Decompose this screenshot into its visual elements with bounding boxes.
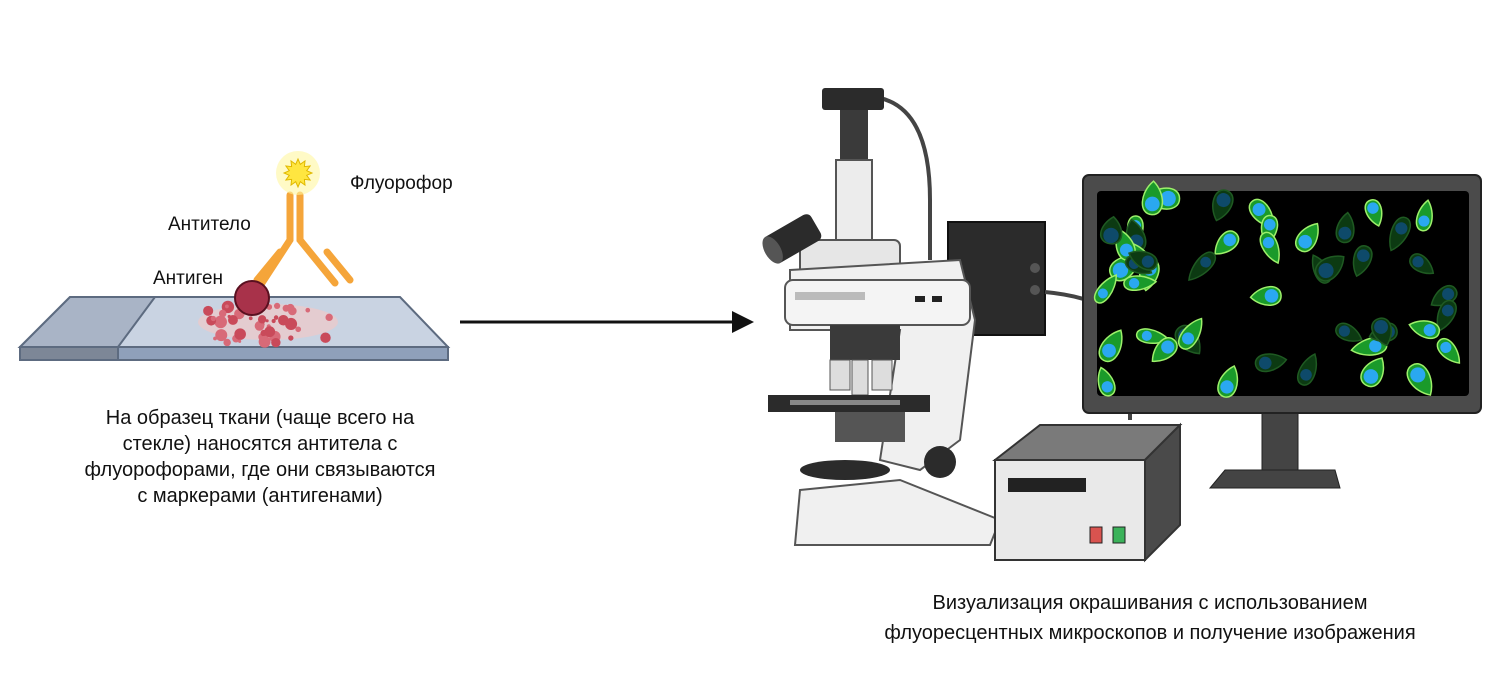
fluorescent-cell (1254, 353, 1288, 373)
fluorophore-label: Флуорофор (350, 173, 453, 194)
fluorescent-cell (1249, 285, 1282, 306)
eyepiece-icon (762, 214, 822, 264)
fluorescent-cell (1294, 222, 1319, 253)
tissue-cell (210, 315, 216, 322)
tissue-cell (273, 302, 281, 310)
tissue-cell (264, 326, 276, 338)
tissue-cell (285, 317, 298, 330)
fluorescent-cell (1098, 329, 1123, 363)
tissue-cell (279, 319, 284, 324)
tissue-cell (271, 337, 281, 348)
tissue-cell (223, 338, 231, 347)
fluorescent-cell (1314, 255, 1345, 282)
tissue-cell (305, 307, 311, 313)
right-caption-line: флуоресцентных микроскопов и получение и… (884, 622, 1416, 644)
tissue-cell (271, 318, 276, 324)
antigen-label: Антиген (153, 268, 224, 289)
tissue-cell (213, 336, 217, 341)
fluorescent-cell (1151, 337, 1178, 363)
left-caption-line: флуорофорами, где они связываются (84, 459, 436, 481)
antibody-icon (253, 191, 354, 287)
tissue-cell (265, 319, 269, 323)
fluorescent-cell (1352, 245, 1373, 278)
tissue-cell (234, 328, 246, 340)
antigen-icon (234, 280, 270, 316)
tissue-cell (227, 314, 231, 319)
left-caption-line: стекле) наносятся антитела с (122, 433, 398, 455)
fluorescent-cell (1123, 275, 1158, 291)
fluorescent-cell (1409, 253, 1435, 275)
left-caption: На образец ткани (чаще всего на стекле) … (30, 405, 490, 509)
fluorescent-cell (1364, 199, 1383, 227)
tissue-cell (273, 315, 279, 320)
fluorescent-cell (1297, 352, 1318, 386)
tissue-cell (215, 329, 228, 342)
fluorescent-cell (1436, 299, 1457, 332)
tissue-cell (203, 305, 214, 316)
tissue-cell (225, 304, 229, 309)
right-caption-line: Визуализация окрашивания с использование… (932, 592, 1368, 614)
fluorescent-cell (1127, 250, 1158, 271)
fluorescent-cell (1408, 320, 1440, 340)
fluorescent-cell (1097, 366, 1116, 397)
process-arrow (460, 311, 754, 333)
fluorescent-cell (1188, 251, 1217, 281)
tissue-cell (218, 309, 227, 318)
tissue-cell (288, 335, 294, 341)
tissue-cell (258, 335, 271, 348)
fluorescent-cell (1100, 215, 1123, 245)
fluorescent-cell (1406, 363, 1433, 396)
tissue-cell (257, 315, 267, 324)
left-caption-line: На образец ткани (чаще всего на (105, 407, 415, 429)
fluorescent-cell (1214, 230, 1240, 255)
tissue-cell (295, 326, 302, 333)
light-source-box (992, 422, 1183, 563)
fluorescent-cell (1371, 317, 1393, 347)
right-caption: Визуализация окрашивания с использование… (820, 588, 1480, 648)
antibody-label: Антитело (168, 214, 251, 235)
fluorescent-cell (1259, 231, 1280, 265)
tissue-sample (198, 300, 338, 348)
tissue-cell (325, 313, 333, 322)
tissue-cell (238, 339, 242, 343)
fluorescent-cell (1141, 180, 1164, 216)
fluorescent-cell (1093, 274, 1117, 304)
tissue-cell (320, 332, 331, 343)
tissue-cell (288, 306, 297, 316)
fluorescent-cell (1177, 317, 1203, 350)
fluorophore-icon (276, 151, 320, 195)
fluorescent-cell (1360, 357, 1385, 388)
tissue-cell (248, 316, 253, 321)
tissue-cell (214, 315, 227, 329)
fluorescent-cell (1436, 338, 1461, 364)
tissue-cell (282, 304, 290, 312)
fluorescent-cell (1335, 322, 1363, 342)
fluorescent-cell (1335, 211, 1355, 244)
fluorescent-cell (1212, 189, 1234, 222)
left-caption-line: с маркерами (антигенами) (137, 485, 383, 507)
microscope (762, 88, 1002, 546)
fluorescent-cell (1217, 365, 1239, 398)
monitor (1082, 174, 1482, 489)
fluorescent-cell (1135, 328, 1170, 345)
fluorescent-cells-image (1093, 180, 1461, 398)
fluorescent-cell (1415, 199, 1433, 232)
fluorescent-cell (1389, 216, 1412, 252)
